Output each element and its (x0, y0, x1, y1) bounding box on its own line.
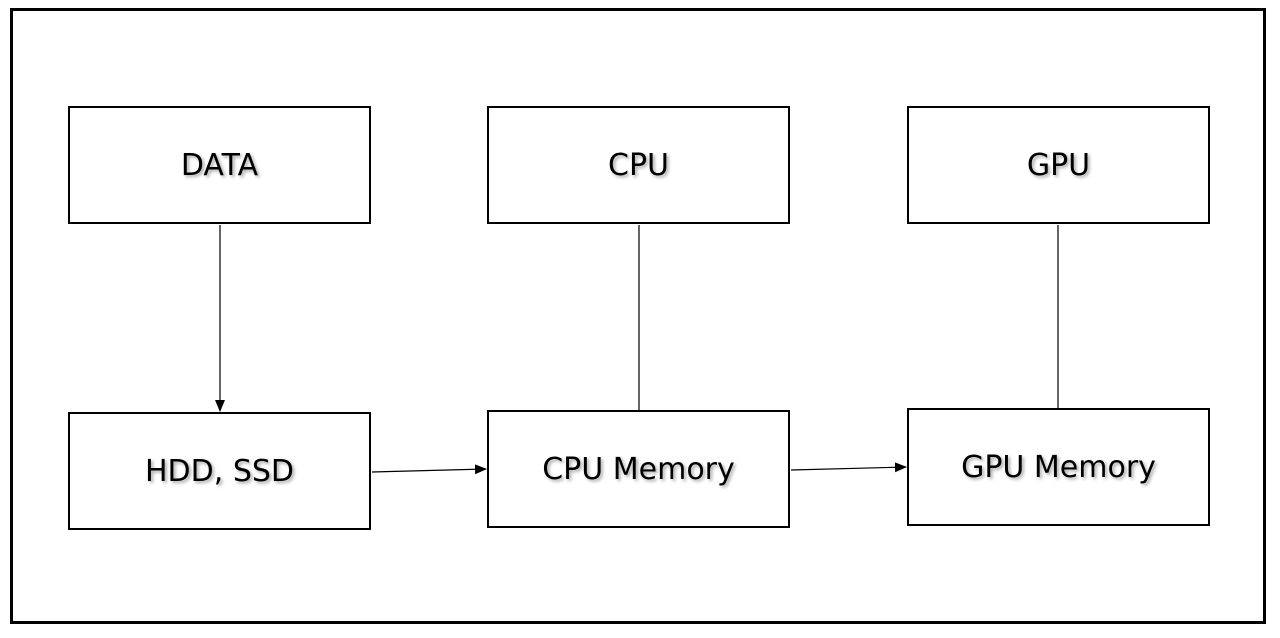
arrow-storage-to-cpu-memory (371, 464, 487, 475)
arrow-cpu-memory-to-gpu-memory (790, 462, 907, 473)
diagram-frame (10, 8, 1266, 624)
gpu-memory-node-label: GPU Memory (961, 449, 1156, 485)
gpu-node-label: GPU (1026, 147, 1091, 183)
cpu-node: CPU (487, 106, 790, 224)
gpu-node: GPU (907, 106, 1210, 224)
storage-node: HDD, SSD (68, 412, 371, 530)
cpu-memory-node-label: CPU Memory (542, 451, 735, 487)
data-node: DATA (68, 106, 371, 224)
gpu-memory-node: GPU Memory (907, 408, 1210, 526)
data-node-label: DATA (180, 147, 259, 183)
cpu-node-label: CPU (608, 147, 669, 183)
cpu-memory-node: CPU Memory (487, 410, 790, 528)
storage-node-label: HDD, SSD (144, 453, 295, 489)
